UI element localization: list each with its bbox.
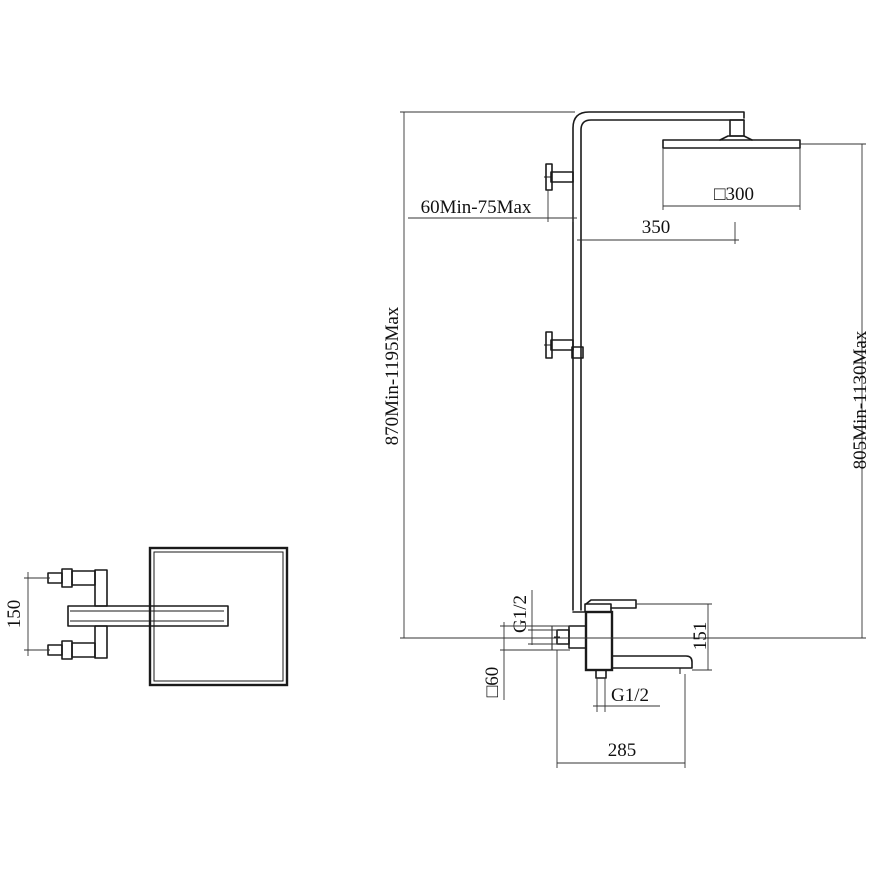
dim-inlet-spacing: 150 [4, 600, 25, 629]
shower-head [662, 135, 801, 149]
dim-outlet-thread: G1/2 [611, 685, 649, 706]
top-view-head-outer [148, 546, 289, 687]
top-view-arm [67, 605, 229, 627]
slider-clamp [571, 346, 584, 359]
dim-escutcheon: □60 [482, 667, 503, 697]
dim-arm-offset: 60Min-75Max [421, 197, 532, 218]
dim-arm-reach: 350 [642, 217, 671, 238]
top-view-upper-valve [47, 568, 108, 607]
lower-wall-bracket [544, 331, 574, 359]
dim-spout-height: 151 [690, 622, 711, 651]
top-view: 150 [4, 546, 289, 687]
dim-inlet-thread: G1/2 [510, 595, 531, 633]
front-view: 870Min-1195Max 805Min-1130Max □300 60Min… [382, 111, 871, 768]
dim-mixer-width: 285 [608, 740, 637, 761]
dim-square-head: □300 [714, 184, 754, 205]
dim-total-height: 870Min-1195Max [382, 306, 403, 445]
riser-pipe [572, 111, 745, 611]
top-view-head-inner [153, 551, 284, 682]
top-view-lower-valve [47, 625, 108, 660]
dim-head-height: 805Min-1130Max [850, 330, 871, 469]
upper-wall-bracket [544, 163, 574, 191]
head-connector [729, 119, 745, 137]
mixer-body [551, 599, 693, 679]
